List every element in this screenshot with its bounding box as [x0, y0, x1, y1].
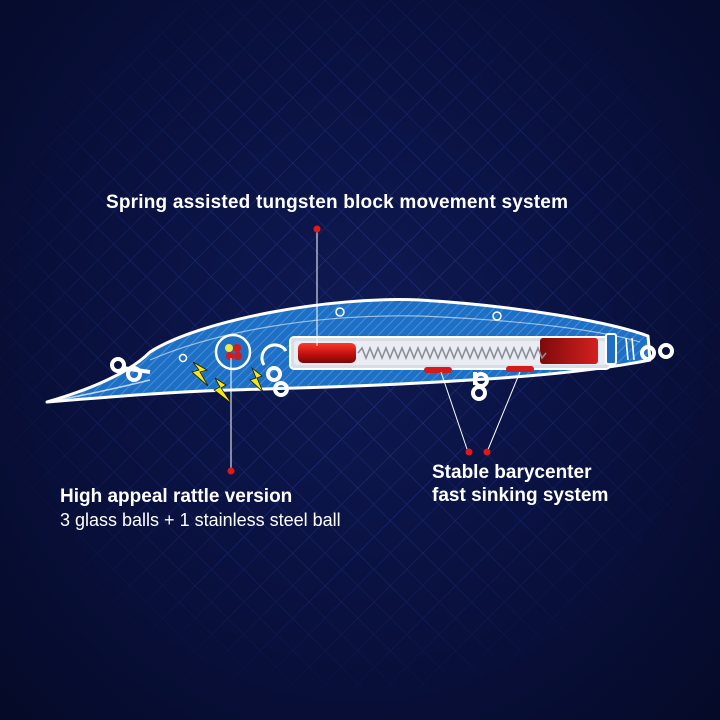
tungsten-block-rear — [540, 338, 598, 364]
belly-weights — [424, 366, 534, 373]
barycenter-label-line1: Stable barycenter — [432, 462, 592, 483]
rattle-chamber — [214, 333, 252, 371]
front-hook-eye-icon — [266, 366, 289, 397]
glass-ball-3 — [234, 352, 242, 360]
barycenter-label-line2: fast sinking system — [432, 485, 609, 506]
glass-ball-1 — [233, 344, 241, 352]
belly-hook-eye-icon — [471, 372, 489, 401]
sound-spark-icon — [191, 361, 264, 405]
weight-chamber — [289, 333, 617, 370]
tail-hook-eye-icon — [640, 343, 674, 361]
steel-ball — [225, 344, 233, 352]
callout-dots — [227, 225, 491, 475]
tungsten-block-front — [298, 343, 356, 363]
movement-system-label: Spring assisted tungsten block movement … — [106, 192, 569, 213]
nose-line-tie-icon — [110, 357, 151, 382]
rattle-detail-label: 3 glass balls + 1 stainless steel ball — [60, 510, 341, 530]
rattle-title-label: High appeal rattle version — [60, 486, 293, 507]
spring — [357, 345, 547, 361]
callout-lines — [230, 230, 521, 471]
glass-ball-2 — [226, 352, 234, 360]
